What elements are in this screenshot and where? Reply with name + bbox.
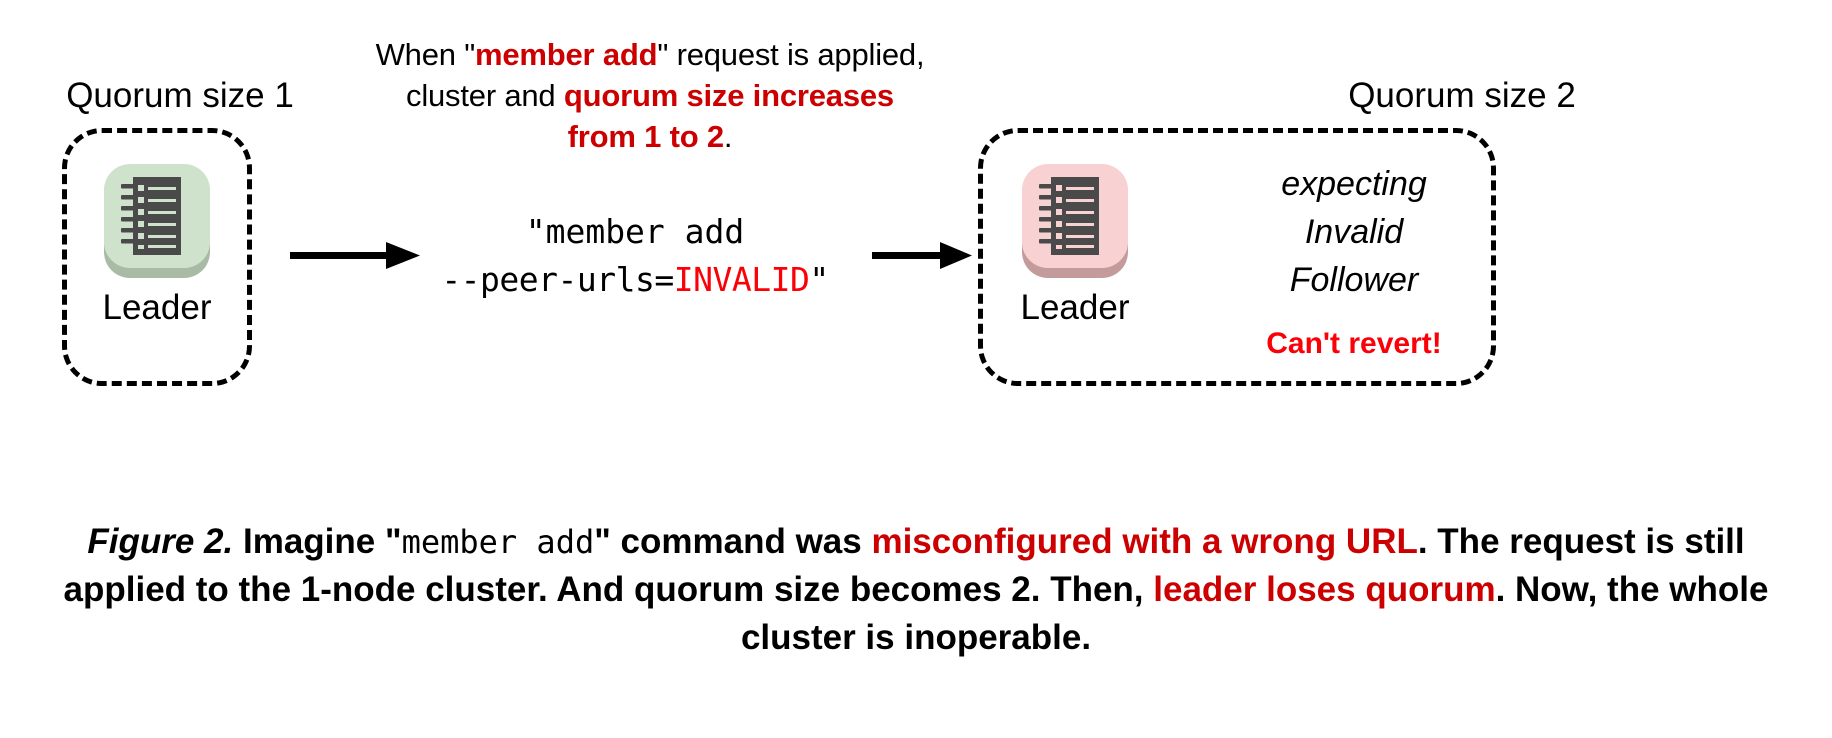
figure-caption-seg-3: " command was	[594, 522, 872, 561]
top-note-l3-post: .	[723, 119, 733, 154]
figure-caption-seg-5: . The request is still applied to the 1-…	[63, 522, 1745, 609]
command-line-1: "member add	[525, 212, 745, 251]
figure-caption-emphasis-2: leader loses quorum	[1153, 570, 1496, 609]
command-closing-quote: "	[809, 260, 829, 299]
top-note-l1-pre: When "	[375, 37, 476, 72]
left-cluster-title: Quorum size 1	[66, 76, 294, 115]
top-note-l2-emphasis: quorum size increases	[563, 78, 894, 113]
follower-status-line-3: Follower	[1289, 261, 1419, 299]
follower-status-line-1: expecting	[1281, 165, 1427, 203]
command-text: "member add --peer-urls=INVALID"	[400, 208, 870, 304]
figure-caption-seg-1: Imagine "	[233, 522, 402, 561]
right-cluster-boundary	[978, 128, 1496, 386]
left-node-label: Leader	[102, 288, 212, 327]
figure-caption-label: Figure 2.	[87, 522, 234, 561]
right-cluster-node: Leader	[1000, 158, 1150, 328]
top-note-l1-emphasis: member add	[475, 37, 658, 72]
follower-status-text: expecting Invalid Follower	[1228, 160, 1480, 304]
left-cluster-node: Leader	[82, 158, 232, 328]
top-annotation-line-2: cluster and quorum size increases	[330, 75, 970, 116]
figure-caption-command: member add	[401, 523, 595, 561]
command-flag: --peer-urls=	[441, 260, 674, 299]
left-cluster-boundary	[62, 128, 252, 386]
follower-status-line-2: Invalid	[1304, 213, 1404, 251]
right-cluster-title: Quorum size 2	[1348, 76, 1576, 115]
top-note-l1-post: " request is applied,	[657, 37, 925, 72]
top-annotation-line-1: When "member add" request is applied,	[330, 34, 970, 75]
figure-caption-emphasis-1: misconfigured with a wrong URL	[871, 522, 1418, 561]
top-annotation: When "member add" request is applied, cl…	[330, 34, 970, 157]
right-node-label: Leader	[1020, 288, 1130, 327]
figure-caption-seg-7: . Now, the whole cluster is inoperable.	[740, 570, 1769, 657]
cant-revert-warning: Can't revert!	[1266, 327, 1442, 360]
arrow-right-icon	[872, 238, 972, 279]
server-rack-icon	[98, 158, 216, 284]
top-annotation-line-3: from 1 to 2.	[330, 116, 970, 157]
figure-caption: Figure 2. Imagine "member add" command w…	[40, 518, 1792, 662]
command-invalid-value: INVALID	[673, 260, 810, 299]
command-line-2: --peer-urls=INVALID"	[400, 256, 870, 304]
server-rack-icon	[1016, 158, 1134, 284]
top-note-l2-pre: cluster and	[406, 78, 564, 113]
arrow-right-icon	[290, 238, 420, 279]
top-note-l3-emphasis: from 1 to 2	[567, 119, 724, 154]
